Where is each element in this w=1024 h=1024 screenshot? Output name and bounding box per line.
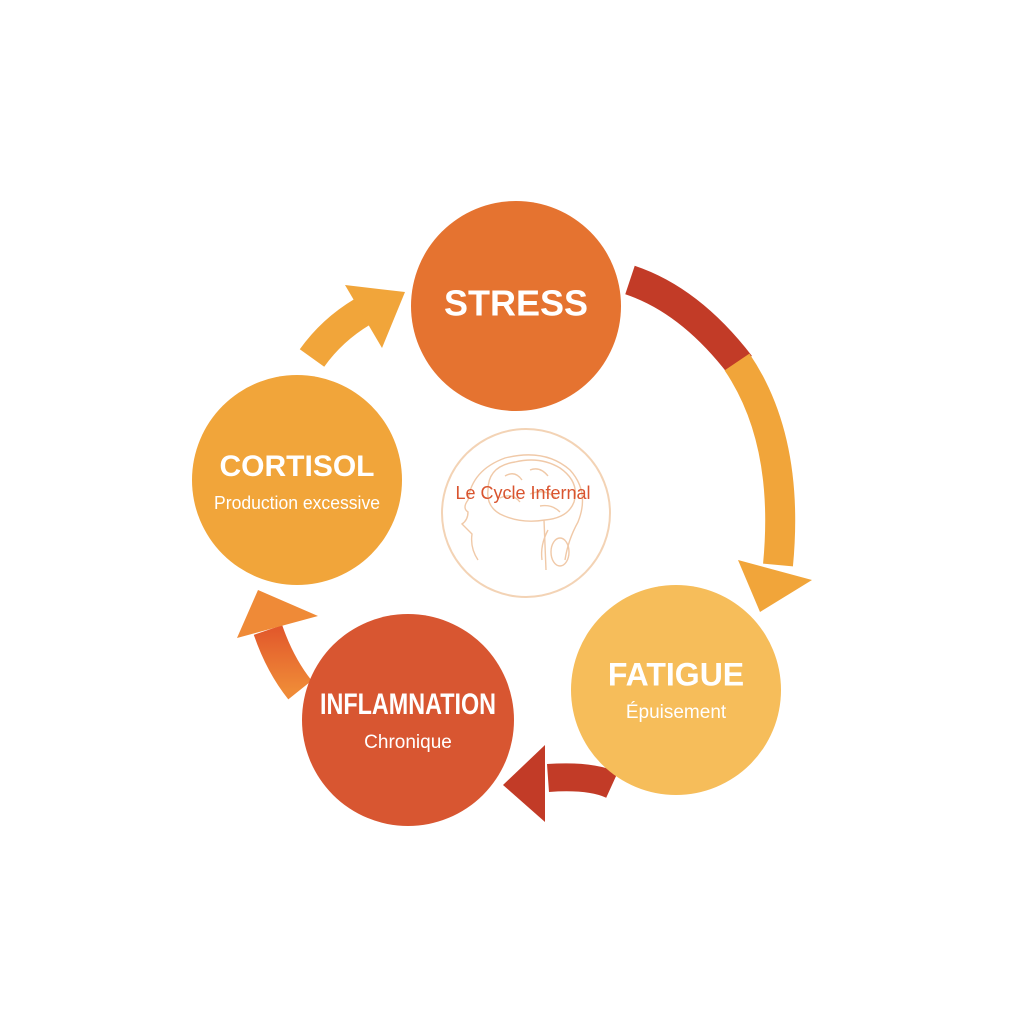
node-cortisol: CORTISOL Production excessive xyxy=(192,375,402,585)
node-cortisol-subtitle: Production excessive xyxy=(214,493,380,513)
node-fatigue-circle xyxy=(571,585,781,795)
node-inflammation-subtitle: Chronique xyxy=(364,732,452,753)
arrow-stress-to-fatigue-segment-2 xyxy=(724,353,796,567)
arrow-inflammation-to-cortisol-segment-1 xyxy=(253,624,312,700)
arrow-cortisol-to-stress-head xyxy=(345,285,405,348)
node-stress-title: STRESS xyxy=(444,283,588,324)
center-emblem: Le Cycle Infernal xyxy=(441,428,611,598)
arrow-inflammation-to-cortisol-head xyxy=(237,590,318,638)
node-stress-circle xyxy=(411,201,621,411)
arrow-stress-to-fatigue-head xyxy=(738,560,812,612)
node-inflammation-title: INFLAMNATION xyxy=(320,688,496,721)
node-fatigue: FATIGUE Épuisement xyxy=(571,585,781,795)
head-brain-icon xyxy=(460,454,584,571)
node-inflammation-circle xyxy=(302,614,514,826)
arrow-cortisol-to-stress xyxy=(299,285,405,367)
arrow-fatigue-to-inflammation-segment-1 xyxy=(547,763,618,798)
center-label: Le Cycle Infernal xyxy=(455,483,590,503)
node-fatigue-title: FATIGUE xyxy=(608,656,744,692)
node-fatigue-subtitle: Épuisement xyxy=(626,702,727,723)
arrow-fatigue-to-inflammation-head xyxy=(503,745,545,822)
node-cortisol-title: CORTISOL xyxy=(220,450,375,483)
center-ring xyxy=(441,428,611,598)
node-inflammation: INFLAMNATION Chronique xyxy=(302,614,514,826)
arrow-inflammation-to-cortisol xyxy=(237,590,318,700)
arrow-stress-to-fatigue xyxy=(624,265,812,612)
arrow-fatigue-to-inflammation xyxy=(503,745,618,822)
node-cortisol-circle xyxy=(192,375,402,585)
arrow-cortisol-to-stress-segment-1 xyxy=(299,299,370,367)
node-stress: STRESS xyxy=(411,201,621,411)
arrow-stress-to-fatigue-segment-1 xyxy=(624,265,752,375)
